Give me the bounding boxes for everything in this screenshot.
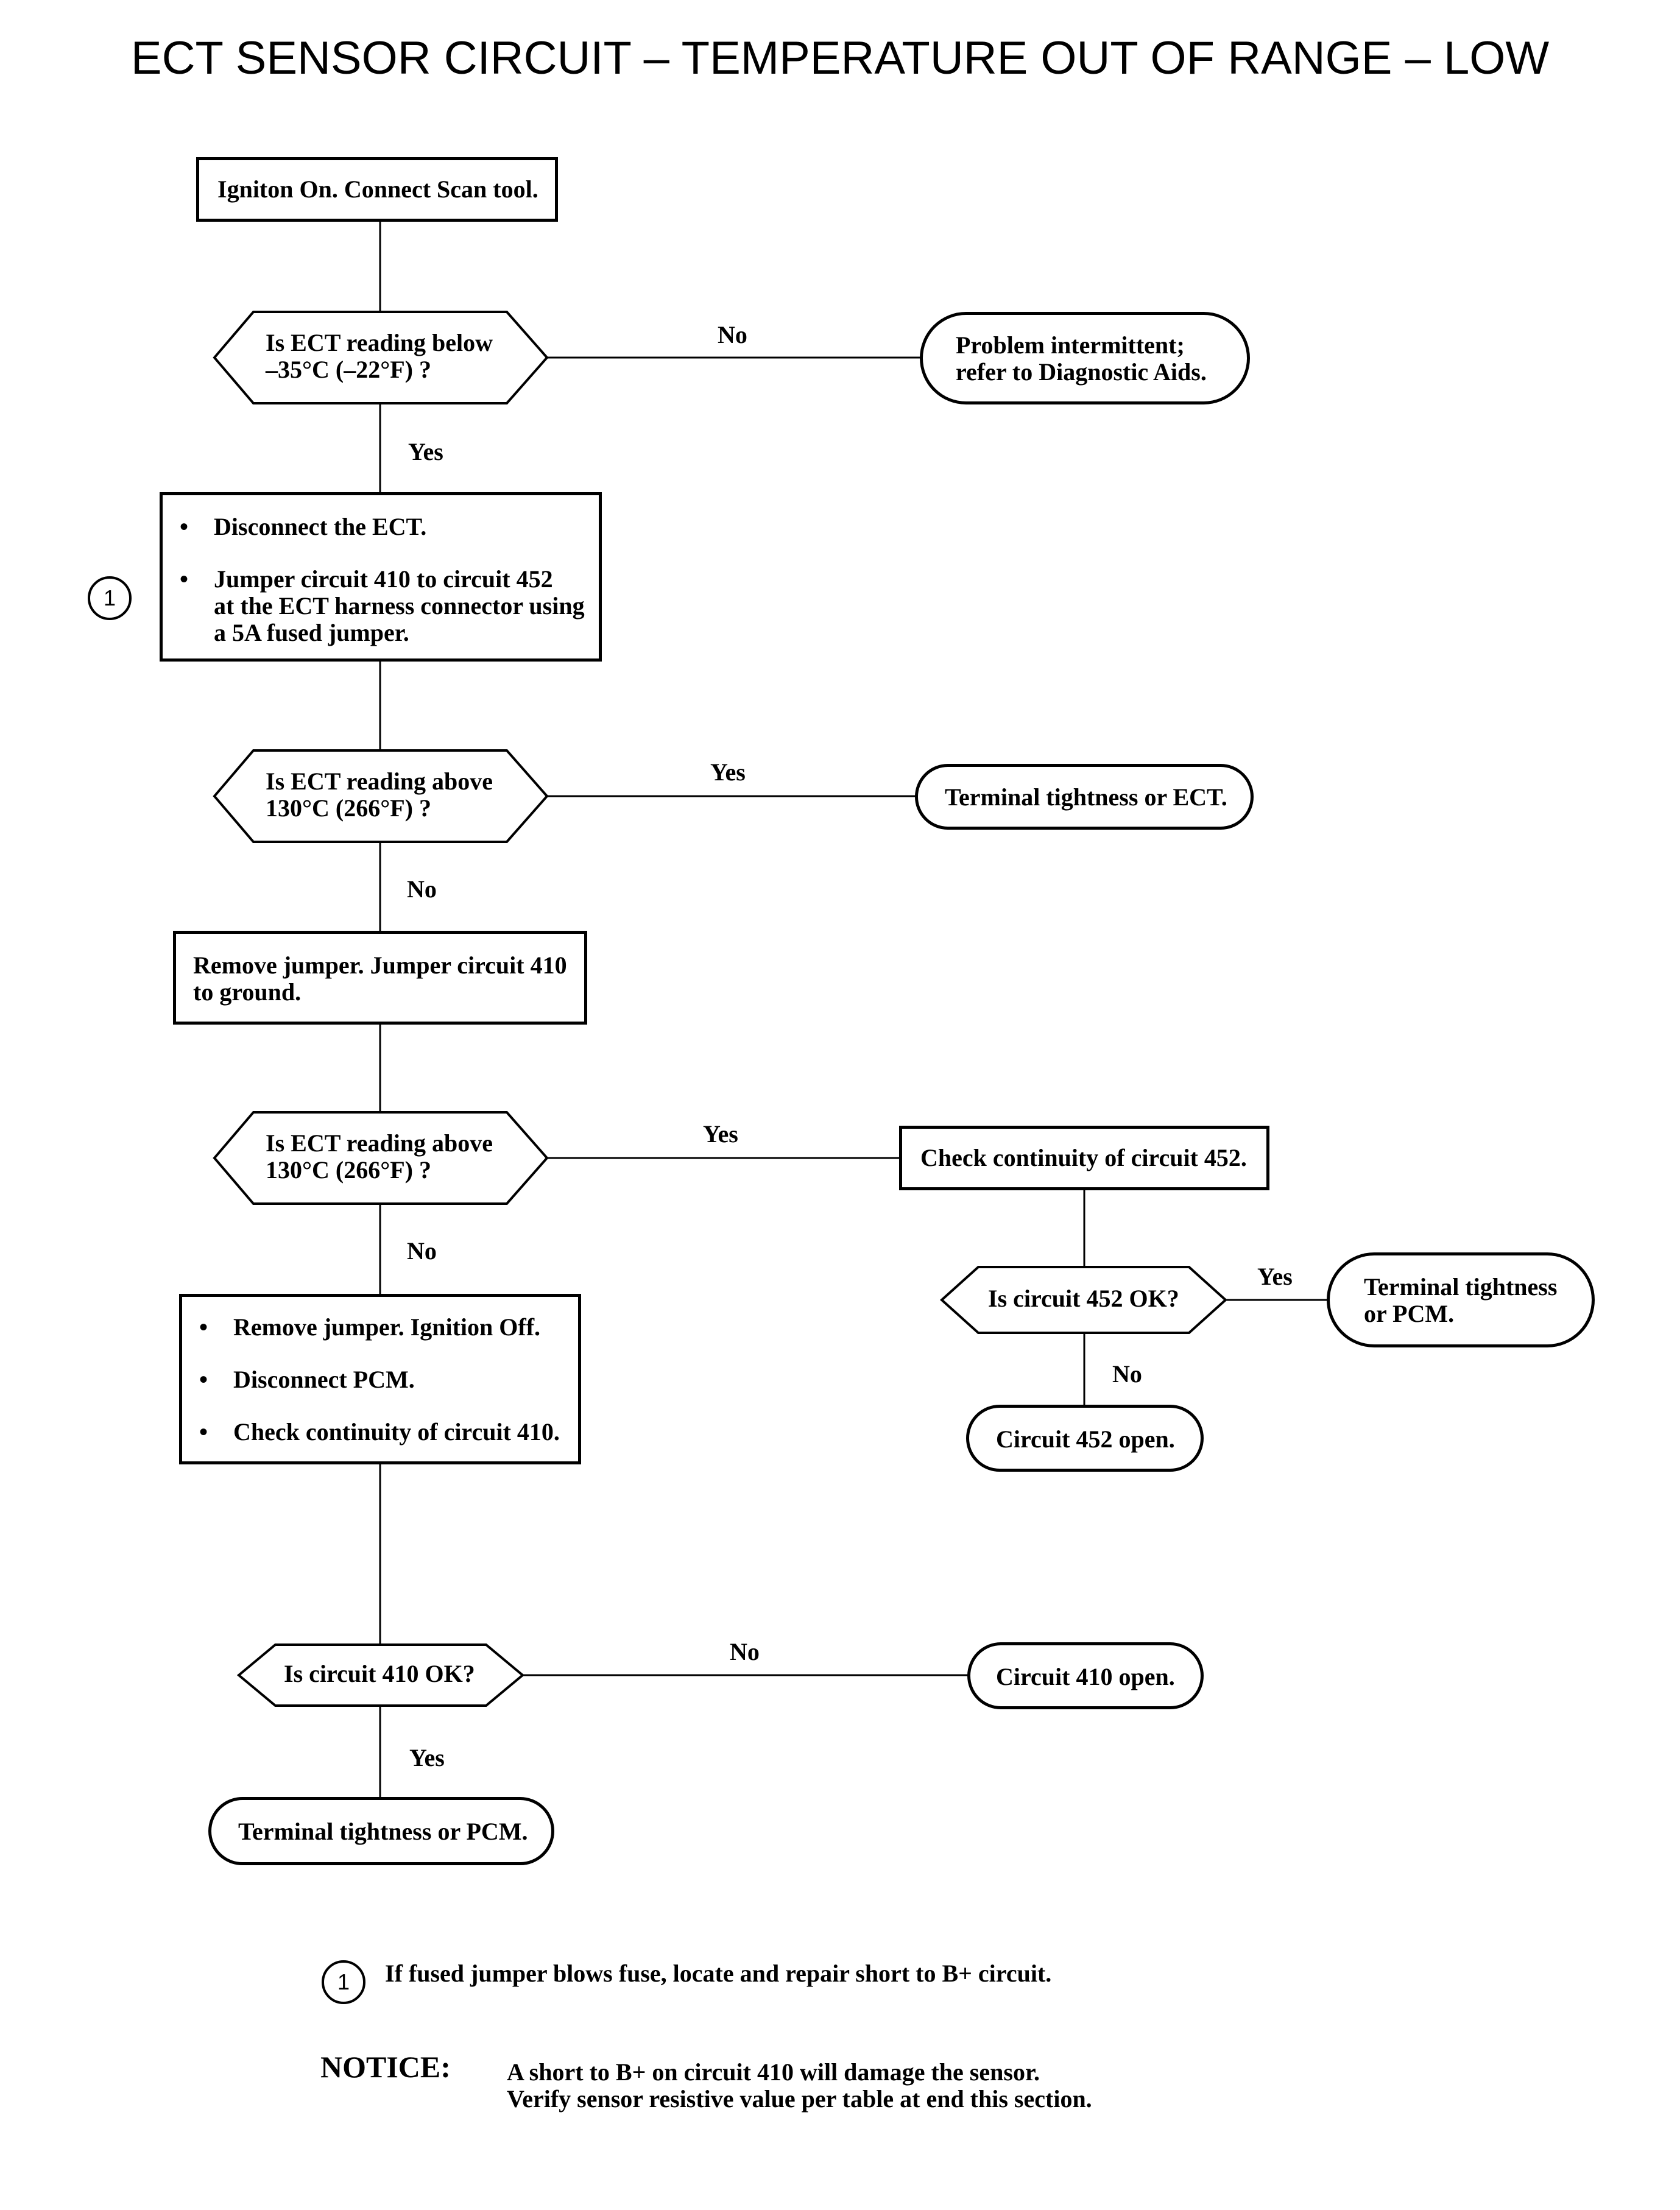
edge-label-q3-no: No [407, 1237, 437, 1265]
end-pcm-right-line2: or PCM. [1364, 1300, 1455, 1327]
action-check-410-box: • Remove jumper. Ignition Off. • Disconn… [179, 1294, 581, 1464]
bullet-marker: • [199, 1313, 208, 1341]
end-circuit-452-open: Circuit 452 open. [966, 1405, 1204, 1472]
decision-q410-shape [236, 1643, 525, 1707]
edge-label-q1-no: No [718, 321, 747, 348]
decision-q452-shape [940, 1266, 1227, 1334]
decision-q3-shape [213, 1111, 549, 1205]
step-start-box: Igniton On. Connect Scan tool. [196, 157, 558, 222]
end-terminal-pcm-text: Terminal tightness or PCM. [238, 1818, 528, 1845]
edge-label-q1-yes: Yes [408, 438, 443, 465]
decision-q410-text: Is circuit 410 OK? [284, 1660, 475, 1687]
decision-q452-text: Is circuit 452 OK? [988, 1285, 1179, 1312]
decision-q3-line1: Is ECT reading above [266, 1129, 493, 1157]
page-title: ECT SENSOR CIRCUIT – TEMPERATURE OUT OF … [130, 32, 1550, 84]
decision-q1-line1: Is ECT reading below [266, 329, 493, 356]
edge-label-q3-yes: Yes [703, 1120, 738, 1148]
end-intermittent-line2: refer to Diagnostic Aids. [956, 358, 1207, 386]
action3-bullet1-text: Remove jumper. Ignition Off. [233, 1313, 541, 1341]
action1-bullet2-line2: at the ECT harness connector using [214, 592, 585, 620]
action-disconnect-ect-box: • Disconnect the ECT. • Jumper circuit 4… [160, 492, 602, 662]
action1-bullet2-line1: Jumper circuit 410 to circuit 452 [214, 565, 553, 593]
decision-q1-line2: –35°C (–22°F) ? [266, 356, 431, 383]
footnote-text: If fused jumper blows fuse, locate and r… [385, 1960, 1052, 1987]
decision-q3-line2: 130°C (266°F) ? [266, 1156, 431, 1184]
decision-q2-line2: 130°C (266°F) ? [266, 794, 431, 822]
end-terminal-tightness-ect: Terminal tightness or ECT. [915, 764, 1254, 830]
action3-bullet2-text: Disconnect PCM. [233, 1366, 415, 1393]
end-circuit-410-open: Circuit 410 open. [967, 1642, 1204, 1709]
edge-label-q2-yes: Yes [710, 758, 746, 786]
end-410-open-text: Circuit 410 open. [996, 1663, 1175, 1690]
action-jumper-ground-box: Remove jumper. Jumper circuit 410 to gro… [173, 931, 587, 1025]
decision-q1-shape [213, 311, 549, 404]
end-terminal-tightness-pcm-right: Terminal tightness or PCM. [1327, 1252, 1595, 1347]
edge-label-q452-yes: Yes [1257, 1263, 1293, 1290]
bullet-marker: • [180, 513, 189, 540]
bullet-marker: • [199, 1418, 208, 1446]
decision-q2-line1: Is ECT reading above [266, 768, 493, 795]
decision-q2-shape [213, 749, 549, 843]
notice-line2: Verify sensor resistive value per table … [507, 2085, 1092, 2113]
end-terminal-tightness-pcm: Terminal tightness or PCM. [208, 1797, 554, 1865]
edge-label-q452-no: No [1112, 1360, 1142, 1388]
action-check-452-box: Check continuity of circuit 452. [899, 1126, 1269, 1190]
notice-label: NOTICE: [320, 2050, 451, 2084]
action2-line1: Remove jumper. Jumper circuit 410 [193, 951, 567, 979]
action1-bullet1-text: Disconnect the ECT. [214, 513, 427, 540]
action3-bullet3-text: Check continuity of circuit 410. [233, 1418, 560, 1446]
step-start-text: Igniton On. Connect Scan tool. [217, 175, 538, 203]
action2-line2: to ground. [193, 978, 302, 1006]
action1-bullet2-line3: a 5A fused jumper. [214, 619, 409, 646]
bullet-marker: • [199, 1366, 208, 1393]
end-pcm-right-line1: Terminal tightness [1364, 1273, 1558, 1301]
end-intermittent-line1: Problem intermittent; [956, 331, 1185, 359]
edge-label-q410-yes: Yes [409, 1744, 445, 1771]
end-terminal-ect-text: Terminal tightness or ECT. [945, 783, 1227, 811]
notice-line1: A short to B+ on circuit 410 will damage… [507, 2058, 1040, 2086]
end-problem-intermittent: Problem intermittent; refer to Diagnosti… [920, 312, 1250, 404]
note-marker-1-footnote: 1 [322, 1960, 365, 2004]
bullet-marker: • [180, 565, 189, 593]
end-452-open-text: Circuit 452 open. [996, 1425, 1175, 1453]
edge-label-q410-no: No [730, 1638, 760, 1665]
check452-text: Check continuity of circuit 452. [920, 1144, 1247, 1171]
edge-label-q2-no: No [407, 875, 437, 903]
note-marker-1-inline: 1 [88, 576, 132, 620]
